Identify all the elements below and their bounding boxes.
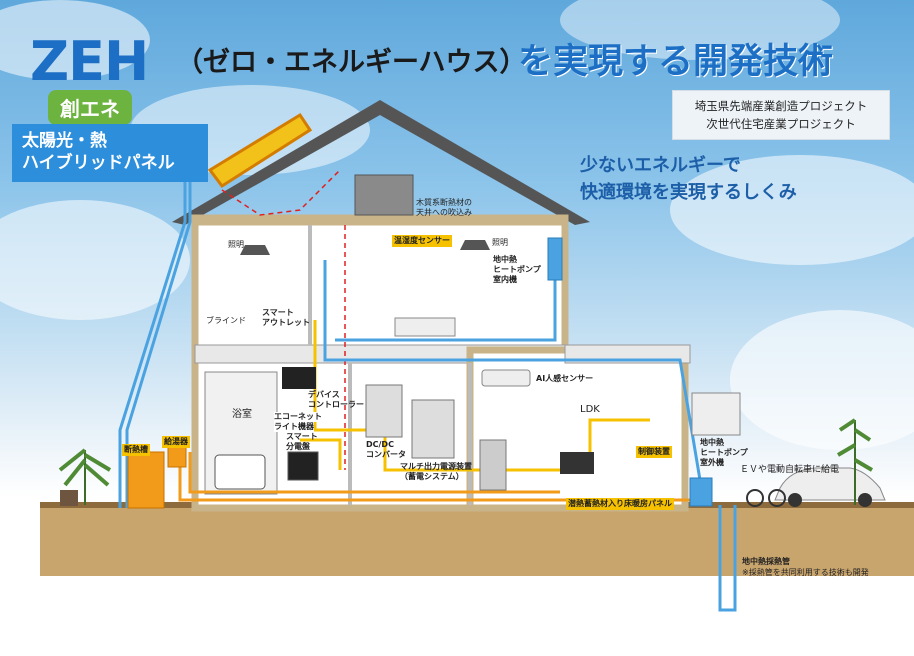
device-controller xyxy=(282,367,316,389)
heatpump-indoor-label-1: 地中熱 xyxy=(493,255,517,264)
dcdc-converter xyxy=(365,384,403,438)
panel-box-line1: 太陽光・熱 xyxy=(22,131,107,151)
ev-car xyxy=(774,467,886,501)
heatpump-indoor xyxy=(547,237,563,281)
heatpump-outdoor-label-3: 室外機 xyxy=(700,458,724,467)
panel-box-line2: ハイブリッドパネル xyxy=(22,153,175,173)
tree-left xyxy=(58,448,112,505)
ground-pipe-label-2: ※採熱管を共同利用する技術も開発 xyxy=(742,568,869,577)
title-zeh: ZEH xyxy=(30,30,149,93)
ground-pipe xyxy=(718,505,737,612)
heatpump-outdoor xyxy=(691,392,741,436)
water-heater xyxy=(167,444,187,468)
floor-heating-label: 潜熱蓄熱材入り床暖房パネル xyxy=(566,498,674,510)
water-heater-label: 給湯器 xyxy=(162,436,190,448)
energy-creation-badge: 創エネ xyxy=(48,90,132,125)
title-tail: を実現する開発技術 xyxy=(518,42,834,82)
project-line2: 次世代住宅産業プロジェクト xyxy=(706,117,856,131)
ldk-label: LDK xyxy=(580,404,600,415)
bed xyxy=(394,317,456,337)
bathroom-label: 浴室 xyxy=(232,409,252,420)
ev-supply-label: ＥＶや電動自転車に給電 xyxy=(740,465,840,475)
hybrid-panel-box: 太陽光・熱 ハイブリッドパネル xyxy=(12,124,208,182)
insulation-tank xyxy=(127,451,165,509)
light-label-1: 照明 xyxy=(228,240,244,249)
insulation-caption-2: 天井への吹込み xyxy=(416,208,472,217)
project-box: 埼玉県先端産業創造プロジェクト 次世代住宅産業プロジェクト xyxy=(672,90,890,140)
light-2 xyxy=(460,240,490,250)
smart-breaker-label-2: 分電盤 xyxy=(286,442,310,451)
fridge xyxy=(479,439,507,491)
tagline-line1: 少ないエネルギーで xyxy=(580,155,741,176)
tagline-line2: 快適環境を実現するしくみ xyxy=(580,182,797,203)
solar-panel xyxy=(207,112,313,189)
smart-breaker-label-1: スマート xyxy=(286,432,318,441)
title-paren: （ゼロ・エネルギーハウス） xyxy=(176,47,527,78)
multi-power-label-2: （蓄電システム） xyxy=(400,472,464,481)
heatpump-indoor-label-3: 室内機 xyxy=(493,275,517,284)
tree-right xyxy=(836,418,874,505)
insulation-tank-label: 断熱槽 xyxy=(122,444,150,456)
insulation-caption-1: 木質系断熱材の xyxy=(416,198,472,207)
device-controller-label-2: コントローラー xyxy=(308,400,364,409)
temp-sensor-label: 温湿度センサー xyxy=(392,235,452,247)
project-line1: 埼玉県先端産業創造プロジェクト xyxy=(694,99,868,113)
ai-sensor-label: AI人感センサー xyxy=(536,374,594,383)
heatpump-outdoor-label-1: 地中熱 xyxy=(700,438,724,447)
heatpump-indoor-label-2: ヒートポンプ xyxy=(493,265,541,274)
blind-label: ブラインド xyxy=(206,316,246,325)
ground-pipe-label-1: 地中熱採熱管 xyxy=(742,557,790,566)
e-bike xyxy=(746,489,764,507)
heatpump-outdoor-label-2: ヒートポンプ xyxy=(700,448,748,457)
smart-outlet-label-2: アウトレット xyxy=(262,318,310,327)
light-label-2: 照明 xyxy=(492,238,508,247)
control-device-label: 制御装置 xyxy=(636,446,672,458)
smart-breaker xyxy=(287,451,319,481)
echonet-label-2: ライト機器 xyxy=(274,422,314,432)
dcdc-label-1: DC/DC xyxy=(366,440,394,449)
battery-unit xyxy=(411,399,455,459)
smart-outlet-label-1: スマート xyxy=(262,308,294,317)
insulation-photo xyxy=(354,174,414,216)
multi-power-label-1: マルチ出力電源装置 xyxy=(400,462,472,471)
monitor xyxy=(560,452,594,474)
echonet-label-1: エコーネット xyxy=(274,412,322,422)
dcdc-label-2: コンバータ xyxy=(366,450,406,459)
light-1 xyxy=(240,245,270,255)
tagline: 少ないエネルギーで 快適環境を実現するしくみ xyxy=(580,152,797,206)
device-controller-label-1: デバイス xyxy=(308,390,340,399)
ground xyxy=(40,506,914,576)
